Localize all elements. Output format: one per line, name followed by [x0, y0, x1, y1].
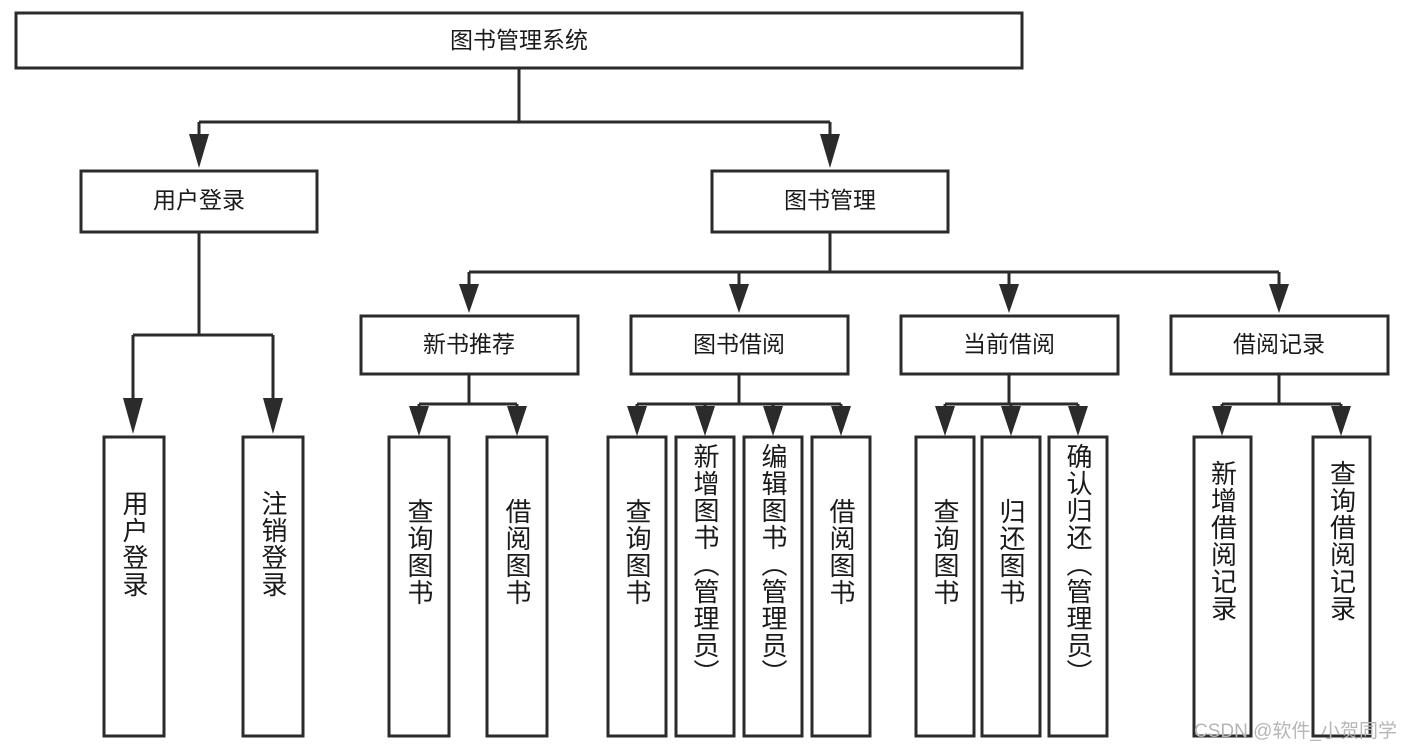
leaf-box-current-borrow-2[interactable]	[1047, 435, 1109, 738]
arrow-head-user-login-leaf-0	[123, 398, 143, 434]
leaf-label-new-book-1: 借阅图书	[502, 498, 533, 606]
node-user-login-label: 用户登录	[153, 187, 245, 213]
node-book-management-label: 图书管理	[784, 187, 876, 213]
leaf-label-book-borrow-0: 查询图书	[622, 498, 653, 606]
arrow-head-book-mgmt-to-l3-1	[729, 284, 749, 313]
leaf-box-user-login-1[interactable]	[241, 435, 305, 738]
arrow-head-new-book-leaf-0	[409, 406, 429, 436]
leaf-label-wrap-new-book-0: 查询图书	[389, 498, 449, 736]
arrow-head-current-borrow-leaf-0	[935, 406, 955, 436]
leaf-box-user-login-0[interactable]	[102, 435, 166, 738]
leaf-label-wrap-current-borrow-0: 查询图书	[916, 498, 974, 736]
leaf-label-wrap-book-borrow-0: 查询图书	[608, 498, 666, 736]
leaf-label-new-book-0: 查询图书	[404, 498, 435, 606]
arrow-head-book-mgmt-to-l3-2	[999, 284, 1019, 313]
arrow-head-root-to-book-mgmt	[820, 134, 840, 168]
arrow-head-book-borrow-leaf-0	[627, 406, 647, 436]
leaf-box-current-borrow-1[interactable]	[980, 435, 1042, 738]
leaf-label-user-login-0: 用户登录	[119, 490, 150, 598]
leaf-box-borrow-record-1[interactable]	[1311, 435, 1372, 738]
leaf-label-book-borrow-3: 借阅图书	[826, 498, 857, 606]
leaf-box-new-book-0[interactable]	[387, 435, 451, 738]
leaf-label-wrap-borrow-record-0: 新增借阅记录	[1194, 460, 1251, 736]
leaf-label-borrow-record-1: 查询借阅记录	[1326, 460, 1357, 622]
leaf-box-borrow-record-0[interactable]	[1192, 435, 1253, 738]
leaf-box-new-book-1[interactable]	[485, 435, 549, 738]
leaf-label-wrap-book-borrow-2: 编辑图书（管理员）	[744, 443, 802, 736]
leaf-label-wrap-new-book-1: 借阅图书	[487, 498, 547, 736]
arrow-head-borrow-record-leaf-0	[1212, 406, 1232, 436]
node-borrow-record-label: 借阅记录	[1233, 331, 1325, 357]
leaf-box-current-borrow-0[interactable]	[914, 435, 976, 738]
arrow-head-current-borrow-leaf-2	[1068, 406, 1088, 436]
node-book-borrow-label: 图书借阅	[693, 331, 785, 357]
leaf-label-wrap-user-login-0: 用户登录	[104, 490, 164, 736]
arrow-head-book-borrow-leaf-2	[763, 406, 783, 436]
leaf-label-current-borrow-2: 确认归还（管理员）	[1063, 443, 1094, 686]
leaf-label-book-borrow-2: 编辑图书（管理员）	[758, 443, 789, 686]
arrow-head-user-login-leaf-1	[263, 398, 283, 434]
arrow-head-book-borrow-leaf-1	[695, 406, 715, 436]
arrow-head-root-to-user-login	[189, 134, 209, 168]
node-current-borrow-box[interactable]	[899, 314, 1120, 376]
leaf-label-current-borrow-1: 归还图书	[996, 498, 1027, 606]
node-new-book-recommend-box[interactable]	[359, 314, 580, 376]
arrow-head-book-mgmt-to-l3-3	[1269, 284, 1289, 313]
leaf-label-wrap-current-borrow-2: 确认归还（管理员）	[1049, 443, 1107, 736]
leaf-box-book-borrow-1[interactable]	[674, 435, 736, 738]
leaf-label-wrap-user-login-1: 注销登录	[243, 490, 303, 736]
leaf-box-book-borrow-2[interactable]	[742, 435, 804, 738]
node-root-box[interactable]	[14, 11, 1024, 70]
arrow-head-book-borrow-leaf-3	[831, 406, 851, 436]
node-current-borrow-label: 当前借阅	[963, 331, 1055, 357]
node-new-book-recommend-label: 新书推荐	[423, 331, 515, 357]
arrow-head-current-borrow-leaf-1	[1001, 406, 1021, 436]
leaf-label-borrow-record-0: 新增借阅记录	[1207, 460, 1238, 622]
arrow-head-book-mgmt-to-l3-0	[459, 284, 479, 313]
leaf-label-wrap-book-borrow-3: 借阅图书	[812, 498, 870, 736]
leaf-label-wrap-current-borrow-1: 归还图书	[982, 498, 1040, 736]
leaf-box-book-borrow-3[interactable]	[810, 435, 872, 738]
node-root-label: 图书管理系统	[450, 27, 588, 53]
leaf-label-user-login-1: 注销登录	[258, 490, 289, 598]
leaf-label-current-borrow-0: 查询图书	[930, 498, 961, 606]
leaf-label-wrap-borrow-record-1: 查询借阅记录	[1313, 460, 1370, 736]
leaf-label-wrap-book-borrow-1: 新增图书（管理员）	[676, 443, 734, 736]
arrow-head-borrow-record-leaf-1	[1331, 406, 1351, 436]
leaf-label-book-borrow-1: 新增图书（管理员）	[690, 443, 721, 686]
leaf-box-book-borrow-0[interactable]	[606, 435, 668, 738]
node-book-borrow-box[interactable]	[629, 314, 850, 376]
arrow-head-new-book-leaf-1	[507, 406, 527, 436]
